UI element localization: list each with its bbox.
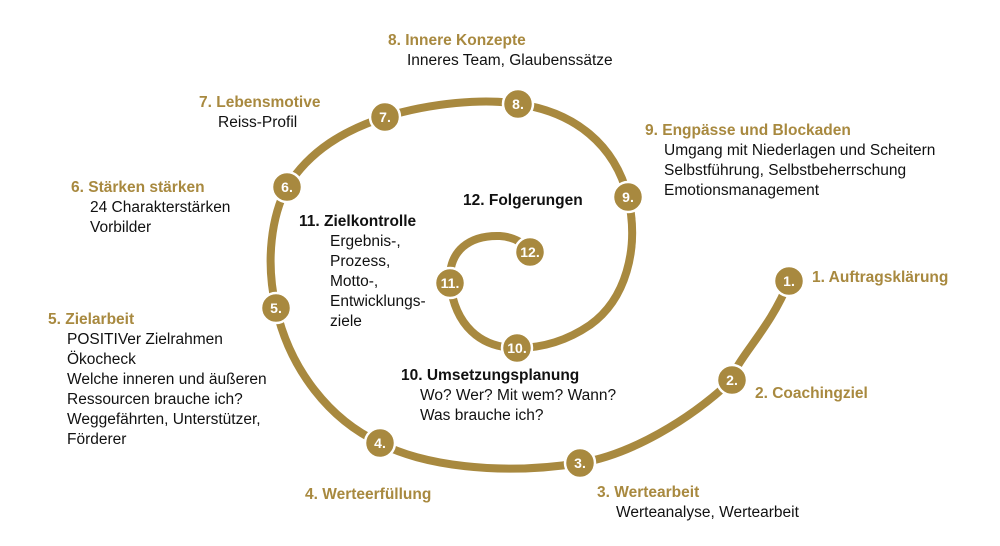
- step-1-block: 1. Auftragsklärung: [812, 268, 948, 288]
- step-8-title: 8. Innere Konzepte: [388, 32, 526, 49]
- step-8-line: Inneres Team, Glaubenssätze: [407, 52, 613, 69]
- step-7-marker: 7.: [368, 100, 402, 134]
- step-6-number: 6.: [281, 179, 293, 195]
- step-4-marker: 4.: [363, 426, 397, 460]
- step-9-number: 9.: [622, 189, 634, 205]
- step-3-marker: 3.: [563, 446, 597, 480]
- step-11-circle: [433, 266, 467, 300]
- step-7-line: Reiss-Profil: [218, 114, 298, 131]
- step-8-circle: [501, 87, 535, 121]
- step-11-line: Entwicklungs-: [330, 293, 426, 310]
- step-12-number: 12.: [520, 244, 539, 260]
- step-5-line: Förderer: [67, 431, 127, 448]
- step-9-line: Emotionsmanagement: [664, 182, 820, 199]
- step-8-number: 8.: [512, 96, 524, 112]
- step-5-block: 5. Zielarbeit POSITIVer Zielrahmen Ökoch…: [48, 310, 267, 450]
- step-7-circle: [368, 100, 402, 134]
- step-7-title: 7. Lebensmotive: [199, 94, 321, 111]
- step-10-block: 10. Umsetzungsplanung Wo? Wer? Mit wem? …: [401, 366, 616, 426]
- step-markers: 1. 2. 3. 4. 5. 6. 7. 8. 9. 10. 11. 12.: [259, 87, 806, 480]
- step-11-line: ziele: [330, 313, 362, 330]
- step-8-marker: 8.: [501, 87, 535, 121]
- step-9-marker: 9.: [611, 180, 645, 214]
- step-6-block: 6. Stärken stärken 24 Charakterstärken V…: [71, 178, 230, 238]
- step-12-block: 12. Folgerungen: [463, 191, 583, 211]
- step-12-marker: 12.: [513, 235, 547, 269]
- step-4-number: 4.: [374, 435, 386, 451]
- step-11-block: 11. Zielkontrolle Ergebnis-, Prozess, Mo…: [299, 212, 426, 332]
- step-9-title: 9. Engpässe und Blockaden: [645, 122, 851, 139]
- step-7-block: 7. Lebensmotive Reiss-Profil: [199, 93, 320, 133]
- step-2-marker: 2.: [715, 363, 749, 397]
- step-1-title: 1. Auftragsklärung: [812, 269, 949, 286]
- step-2-block: 2. Coachingziel: [755, 384, 868, 404]
- step-5-line: Welche inneren und äußeren: [67, 371, 267, 388]
- step-5-marker: 5.: [259, 291, 293, 325]
- step-11-marker: 11.: [433, 266, 467, 300]
- step-4-block: 4. Werteerfüllung: [305, 485, 431, 505]
- step-9-line: Selbstführung, Selbstbeherrschung: [664, 162, 907, 179]
- step-8-block: 8. Innere Konzepte Inneres Team, Glauben…: [388, 31, 613, 71]
- step-7-number: 7.: [379, 109, 391, 125]
- step-6-line: 24 Charakterstärken: [90, 199, 231, 216]
- step-11-line: Ergebnis-,: [330, 233, 401, 250]
- step-11-line: Motto-,: [330, 273, 379, 290]
- step-2-title: 2. Coachingziel: [755, 385, 868, 402]
- step-10-marker: 10.: [500, 331, 534, 365]
- step-2-number: 2.: [726, 372, 738, 388]
- step-3-block: 3. Wertearbeit Werteanalyse, Wertearbeit: [597, 483, 799, 523]
- step-5-line: Ökocheck: [67, 351, 136, 368]
- step-1-number: 1.: [783, 273, 795, 289]
- step-6-line: Vorbilder: [90, 219, 152, 236]
- step-1-circle: [772, 264, 806, 298]
- step-3-line: Werteanalyse, Wertearbeit: [616, 504, 799, 521]
- step-6-marker: 6.: [270, 170, 304, 204]
- step-11-number: 11.: [441, 275, 460, 291]
- step-11-line: Prozess,: [330, 253, 391, 270]
- step-3-title: 3. Wertearbeit: [597, 484, 700, 501]
- step-5-title: 5. Zielarbeit: [48, 311, 135, 328]
- step-10-number: 10.: [507, 340, 526, 356]
- step-9-block: 9. Engpässe und Blockaden Umgang mit Nie…: [645, 121, 935, 201]
- step-10-title: 10. Umsetzungsplanung: [401, 367, 580, 384]
- step-5-line: Ressourcen brauche ich?: [67, 391, 243, 408]
- step-10-circle: [500, 331, 534, 365]
- step-5-line: POSITIVer Zielrahmen: [67, 331, 223, 348]
- step-3-circle: [563, 446, 597, 480]
- step-6-title: 6. Stärken stärken: [71, 179, 205, 196]
- step-4-circle: [363, 426, 397, 460]
- step-10-line: Was brauche ich?: [420, 407, 544, 424]
- step-2-circle: [715, 363, 749, 397]
- step-5-line: Weggefährten, Unterstützer,: [67, 411, 261, 428]
- step-5-number: 5.: [270, 300, 282, 316]
- step-5-circle: [259, 291, 293, 325]
- step-6-circle: [270, 170, 304, 204]
- step-1-marker: 1.: [772, 264, 806, 298]
- step-11-title: 11. Zielkontrolle: [299, 213, 417, 230]
- step-10-line: Wo? Wer? Mit wem? Wann?: [420, 387, 617, 404]
- step-3-number: 3.: [574, 455, 586, 471]
- step-12-circle: [513, 235, 547, 269]
- step-4-title: 4. Werteerfüllung: [305, 486, 432, 503]
- step-12-title: 12. Folgerungen: [463, 192, 583, 209]
- step-9-line: Umgang mit Niederlagen und Scheitern: [664, 142, 936, 159]
- step-9-circle: [611, 180, 645, 214]
